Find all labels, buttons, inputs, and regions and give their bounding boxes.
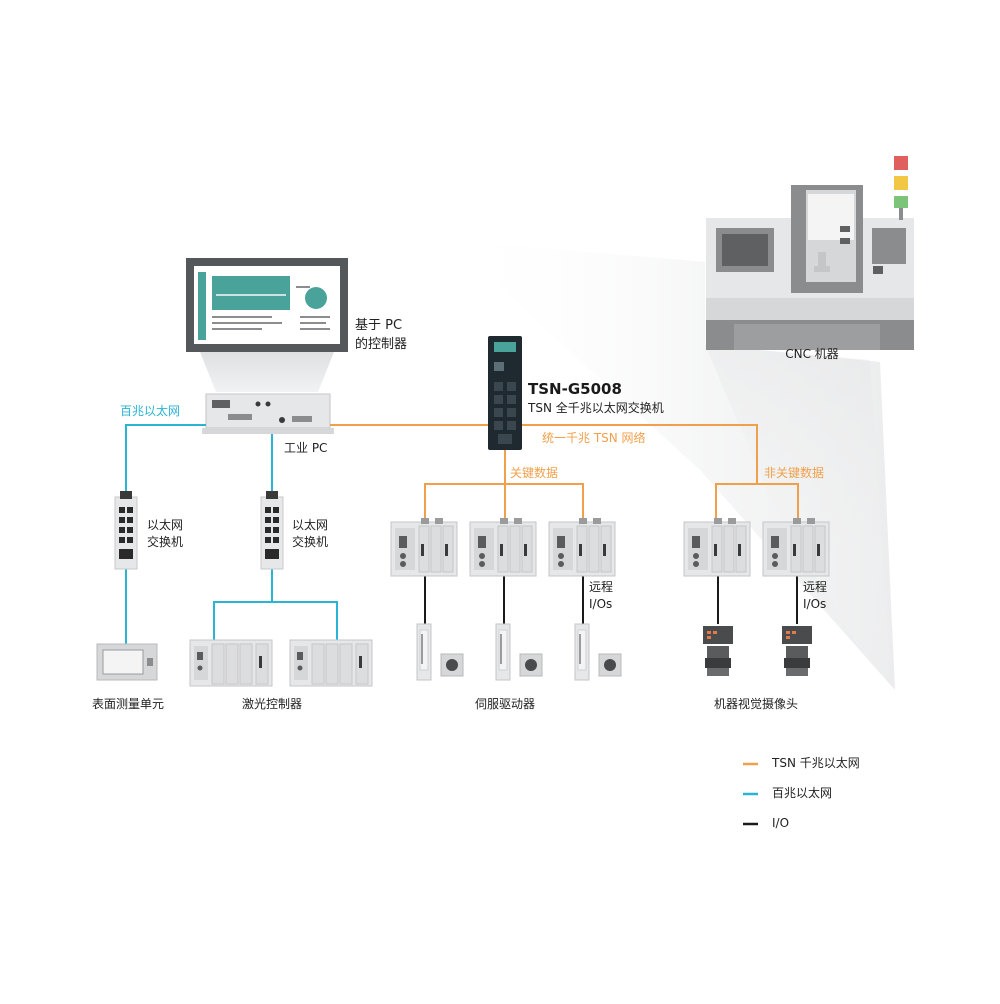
industrial-pc-label: 工业 PC xyxy=(284,441,328,455)
laser-controller-label: 激光控制器 xyxy=(241,697,303,711)
legend-swatches xyxy=(743,762,758,826)
non-critical-data-label: 非关键数据 xyxy=(764,466,825,480)
industrial-pc-graphic xyxy=(202,393,334,434)
remote-io-module-1 xyxy=(390,517,458,577)
remote-io-module-3 xyxy=(548,517,616,577)
servo-driver-3 xyxy=(574,623,622,681)
ethernet-switch-1-graphic xyxy=(114,490,138,570)
switch-model-label: TSN-G5008 xyxy=(528,380,622,398)
io-lines xyxy=(424,576,798,624)
ethernet-switch-2-label: 以太网交换机 xyxy=(292,518,329,549)
laser-controller-1-graphic xyxy=(189,639,273,687)
remote-io-module-4 xyxy=(683,517,751,577)
servo-driver-2 xyxy=(495,623,543,681)
surface-unit-label: 表面测量单元 xyxy=(91,697,165,711)
unified-network-label: 统一千兆 TSN 网络 xyxy=(542,431,646,445)
critical-data-label: 关键数据 xyxy=(510,466,559,480)
laser-controller-2-graphic xyxy=(289,639,373,687)
fast-ethernet-lines xyxy=(125,424,338,648)
remote-io-module-2 xyxy=(469,517,537,577)
servo-driver-1 xyxy=(416,623,464,681)
vision-camera-2 xyxy=(782,626,812,676)
pc-monitor-graphic xyxy=(186,258,348,392)
cnc-machine-label: CNC 机器 xyxy=(785,347,839,361)
remote-io-module-5 xyxy=(762,517,830,577)
servo-driver-label: 伺服驱动器 xyxy=(474,697,536,711)
legend-label-tsn: TSN 千兆以太网 xyxy=(772,756,860,770)
ethernet-switch-1-label: 以太网交换机 xyxy=(147,518,184,549)
ethernet-switch-2-graphic xyxy=(260,490,284,570)
tsn-lines xyxy=(330,424,799,522)
vision-camera-1 xyxy=(703,626,733,676)
tsn-g5008-switch-graphic xyxy=(488,336,522,450)
fast-ethernet-line-label: 百兆以太网 xyxy=(120,404,181,418)
surface-measurement-unit-graphic xyxy=(96,643,158,681)
legend-label-io: I/O xyxy=(772,816,790,830)
switch-desc-label: TSN 全千兆以太网交换机 xyxy=(528,401,664,415)
vision-camera-label: 机器视觉摄像头 xyxy=(713,697,799,711)
cnc-machine-graphic xyxy=(706,156,914,350)
legend-label-fast-ethernet: 百兆以太网 xyxy=(772,786,833,800)
